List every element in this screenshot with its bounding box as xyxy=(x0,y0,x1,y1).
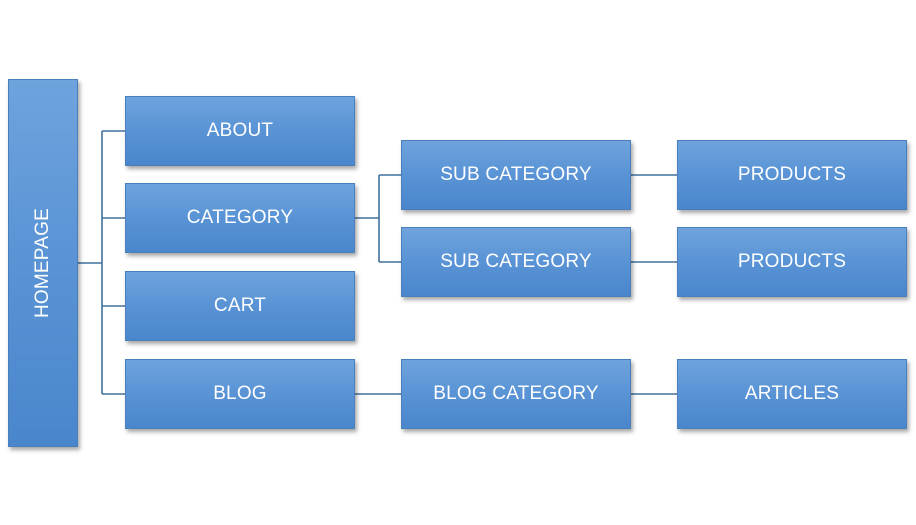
node-category-label: CATEGORY xyxy=(186,207,294,228)
node-about-label: ABOUT xyxy=(206,120,274,141)
node-sub-category-1-label: SUB CATEGORY xyxy=(440,164,592,185)
node-cart: CART xyxy=(125,271,355,341)
node-homepage-label: HOMEPAGE xyxy=(32,208,53,318)
node-blog-label: BLOG xyxy=(213,383,267,404)
node-category: CATEGORY xyxy=(125,183,355,253)
node-articles: ARTICLES xyxy=(677,359,907,429)
node-sub-category-2: SUB CATEGORY xyxy=(401,227,631,297)
node-sub-category-2-label: SUB CATEGORY xyxy=(440,251,592,272)
node-products-2: PRODUCTS xyxy=(677,227,907,297)
node-sub-category-1: SUB CATEGORY xyxy=(401,140,631,210)
node-blog: BLOG xyxy=(125,359,355,429)
node-products-2-label: PRODUCTS xyxy=(737,251,847,272)
node-blog-category: BLOG CATEGORY xyxy=(401,359,631,429)
node-articles-label: ARTICLES xyxy=(744,383,840,404)
node-about: ABOUT xyxy=(125,96,355,166)
node-homepage: HOMEPAGE xyxy=(8,79,78,447)
node-products-1-label: PRODUCTS xyxy=(737,164,847,185)
node-products-1: PRODUCTS xyxy=(677,140,907,210)
edge-homepage-children xyxy=(78,130,125,395)
node-blog-category-label: BLOG CATEGORY xyxy=(433,383,599,404)
node-cart-label: CART xyxy=(213,295,267,316)
edge-category-subcategories xyxy=(355,174,401,263)
